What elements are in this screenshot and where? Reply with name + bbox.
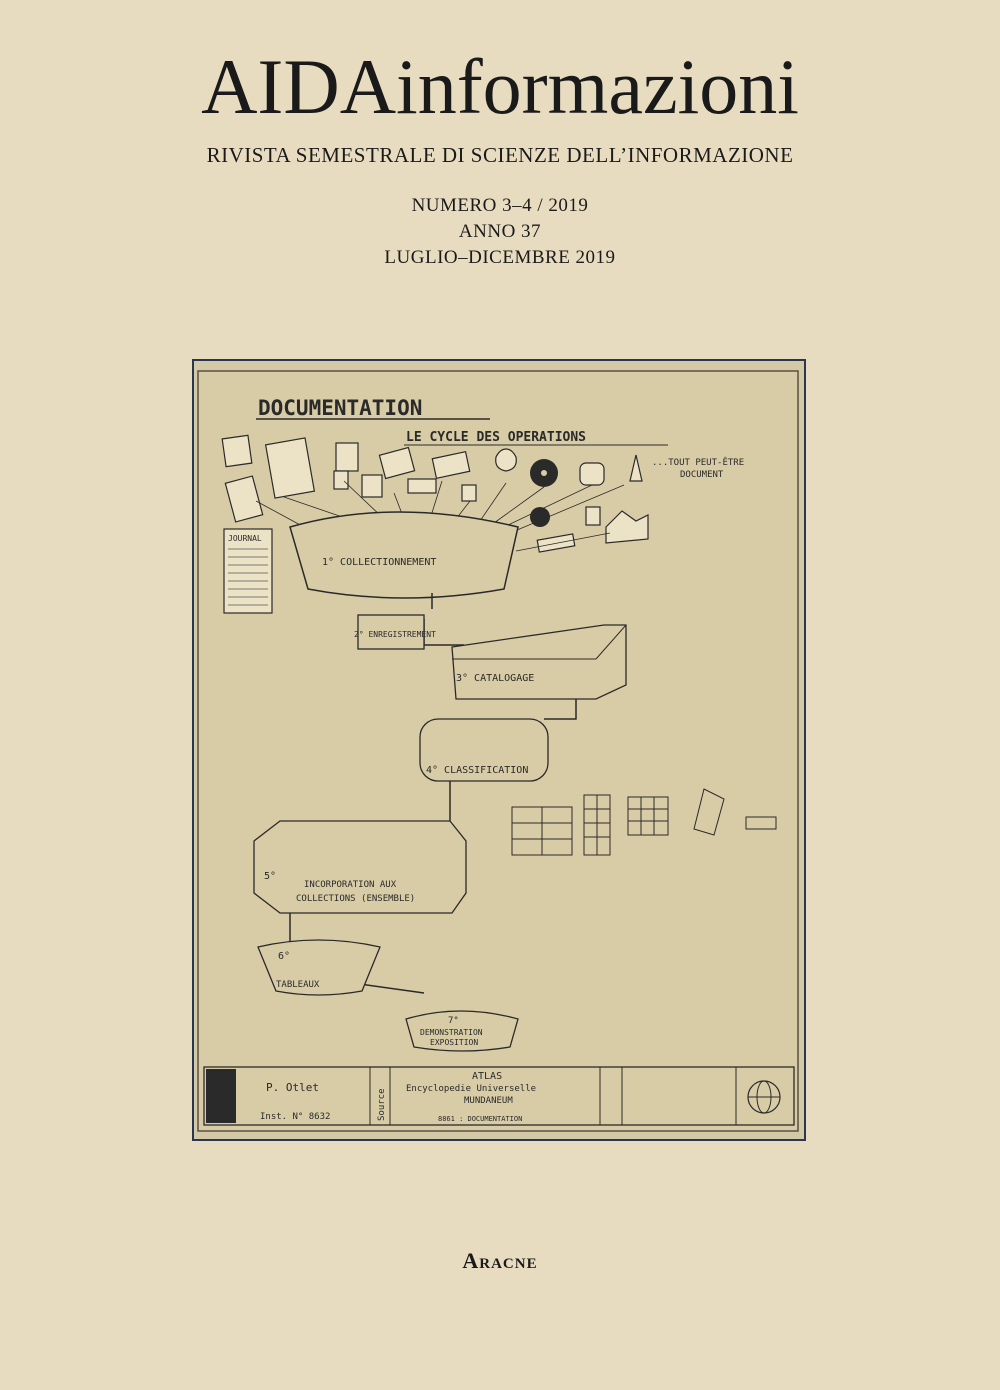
step-5-box: 5° INCORPORATION AUX COLLECTIONS (ENSEMB…	[253, 820, 467, 914]
step-6-label: TABLEAUX	[276, 980, 320, 990]
documentation-drawing: DOCUMENTATION LE CYCLE DES OPERATIONS ..…	[197, 370, 799, 1132]
furniture-sketches	[511, 788, 777, 856]
step-4-label: 4° CLASSIFICATION	[426, 765, 528, 776]
journal-subtitle: RIVISTA SEMESTRALE DI SCIENZE DELL’INFOR…	[206, 143, 794, 167]
step-7-number: 7°	[448, 1016, 459, 1026]
cover-illustration: DOCUMENTATION LE CYCLE DES OPERATIONS ..…	[192, 359, 806, 1141]
step-3-box: 3° CATALOGAGE	[451, 624, 627, 700]
drawing-note-line1: ...TOUT PEUT-ÊTRE	[652, 456, 744, 468]
footer-series: 8861 : DOCUMENTATION	[438, 1115, 522, 1123]
footer-encyclopedia: Encyclopedie Universelle	[406, 1084, 536, 1094]
issue-period: LUGLIO–DICEMBRE 2019	[384, 247, 616, 268]
drawing-footer: P. Otlet Inst. N° 8632 Source ATLAS Ency…	[203, 1066, 795, 1126]
footer-author: P. Otlet	[266, 1081, 319, 1094]
footer-source: Source	[377, 1088, 387, 1121]
step-3-label: 3° CATALOGAGE	[456, 673, 534, 684]
step-2-box: 2° ENREGISTREMENT	[354, 614, 436, 650]
drawing-note-line2: DOCUMENT	[680, 470, 724, 480]
footer-mundaneum: MUNDANEUM	[464, 1096, 513, 1106]
step-5-label: 5°	[264, 871, 276, 882]
journal-sheet: JOURNAL	[223, 528, 273, 614]
step-4-box: 4° CLASSIFICATION	[419, 718, 549, 782]
step-1-label: 1° COLLECTIONNEMENT	[322, 557, 436, 568]
step-5-text-line1: INCORPORATION AUX	[304, 880, 397, 890]
drawing-subheading: LE CYCLE DES OPERATIONS	[406, 430, 586, 445]
publisher-name: Aracne	[462, 1248, 538, 1273]
step-1-bowl	[289, 511, 519, 599]
step-5-text-line2: COLLECTIONS (ENSEMBLE)	[296, 894, 415, 904]
footer-atlas: ATLAS	[472, 1071, 502, 1082]
issue-number: NUMERO 3–4 / 2019	[411, 195, 589, 216]
step-7-bowl: 7° DEMONSTRATION EXPOSITION	[405, 1010, 519, 1052]
step-2-label: 2° ENREGISTREMENT	[354, 630, 436, 639]
issue-year: ANNO 37	[458, 221, 542, 242]
step-7-text-line2: EXPOSITION	[430, 1038, 478, 1047]
journal-label: JOURNAL	[228, 534, 262, 543]
step-6-number: 6°	[278, 951, 290, 962]
drawing-heading: DOCUMENTATION	[258, 396, 422, 420]
step-6-bowl: 6° TABLEAUX	[257, 939, 381, 996]
journal-title: AIDAinformazioni	[201, 43, 799, 130]
footer-inst: Inst. N° 8632	[260, 1112, 330, 1122]
step-7-text-line1: DEMONSTRATION	[420, 1028, 483, 1037]
